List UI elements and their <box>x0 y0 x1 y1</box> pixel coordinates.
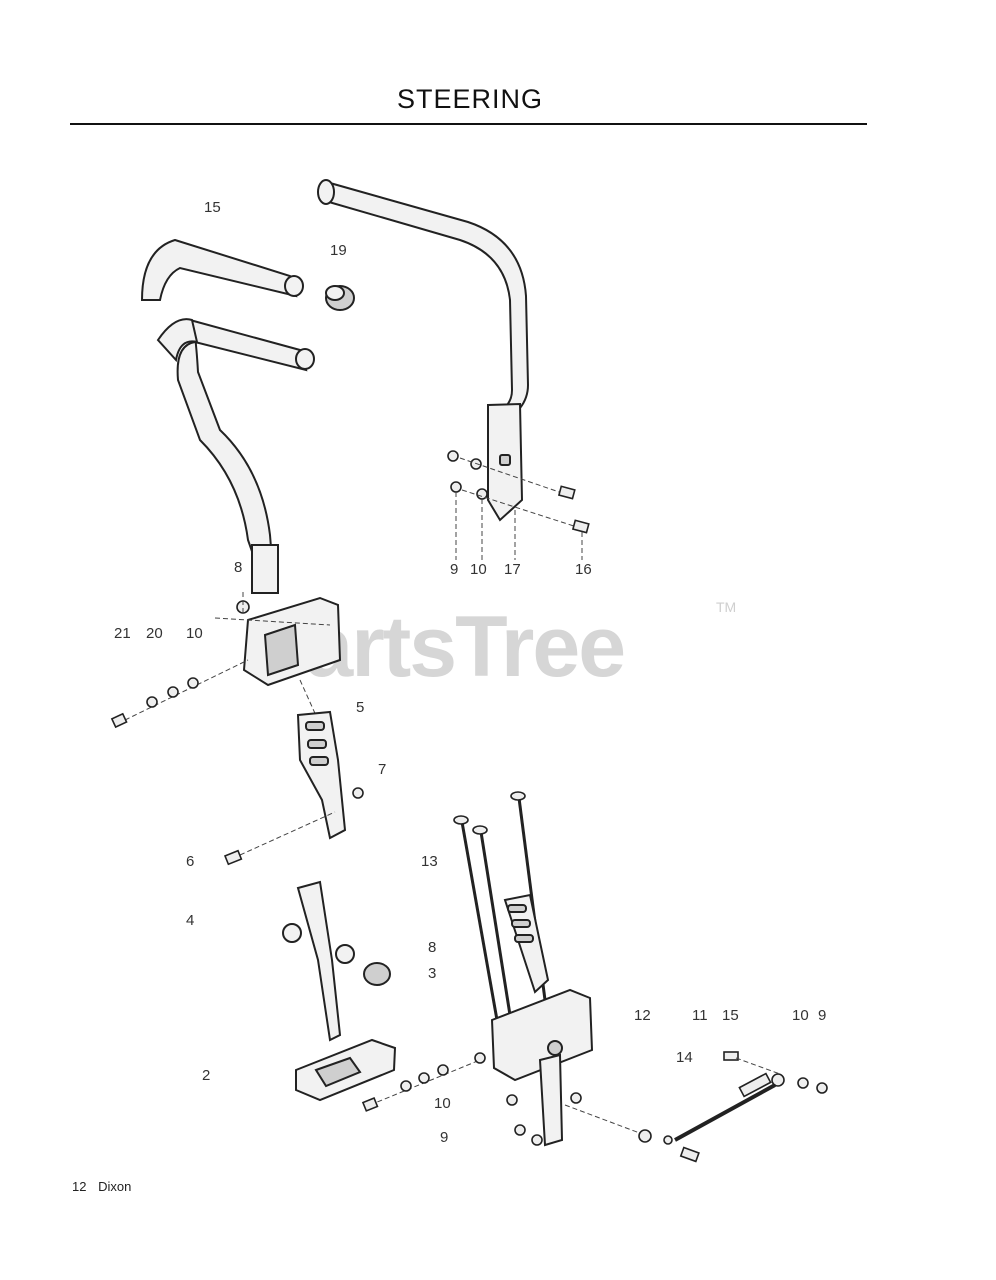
page-title: STEERING <box>396 84 544 114</box>
callout-19: 19 <box>330 242 347 259</box>
page-number: 12 <box>72 1179 87 1194</box>
tie-rod <box>564 1051 828 1163</box>
callout-10: 10 <box>186 625 203 642</box>
callout-8: 8 <box>428 939 436 956</box>
upper-right-hardware <box>447 450 590 560</box>
callout-9: 9 <box>440 1129 448 1146</box>
callout-12: 12 <box>634 1007 651 1024</box>
callout-17: 17 <box>504 561 521 578</box>
callout-2: 2 <box>202 1067 210 1084</box>
callout-13: 13 <box>421 853 438 870</box>
watermark-tm: TM <box>716 599 736 615</box>
left-handlebar <box>156 318 315 594</box>
handle-cap <box>325 285 355 311</box>
right-handlebar <box>317 179 530 522</box>
callout-7: 7 <box>378 761 386 778</box>
callout-16: 16 <box>575 561 592 578</box>
callout-9: 9 <box>818 1007 826 1024</box>
callout-21: 21 <box>114 625 131 642</box>
callout-10: 10 <box>434 1095 451 1112</box>
callout-8: 8 <box>234 559 242 576</box>
callout-9: 9 <box>450 561 458 578</box>
callout-15: 15 <box>204 199 221 216</box>
callout-10: 10 <box>470 561 487 578</box>
steering-arm <box>282 880 391 1042</box>
long-bolts <box>453 791 547 1021</box>
steering-lever <box>223 710 364 866</box>
steering-base <box>295 1038 481 1112</box>
callout-14: 14 <box>676 1049 693 1066</box>
right-lever-assembly <box>474 893 594 1147</box>
callout-15: 15 <box>722 1007 739 1024</box>
callout-4: 4 <box>186 912 194 929</box>
title-divider <box>70 123 867 125</box>
footer-brand: Dixon <box>98 1179 132 1194</box>
callout-6: 6 <box>186 853 194 870</box>
left-mount-bracket <box>110 590 342 729</box>
callout-5: 5 <box>356 699 364 716</box>
callout-3: 3 <box>428 965 436 982</box>
callout-10: 10 <box>792 1007 809 1024</box>
callout-11: 11 <box>692 1007 708 1024</box>
left-handlebar-grip-top <box>140 238 304 301</box>
callout-20: 20 <box>146 625 163 642</box>
page-footer: 12 Dixon <box>72 1179 139 1194</box>
